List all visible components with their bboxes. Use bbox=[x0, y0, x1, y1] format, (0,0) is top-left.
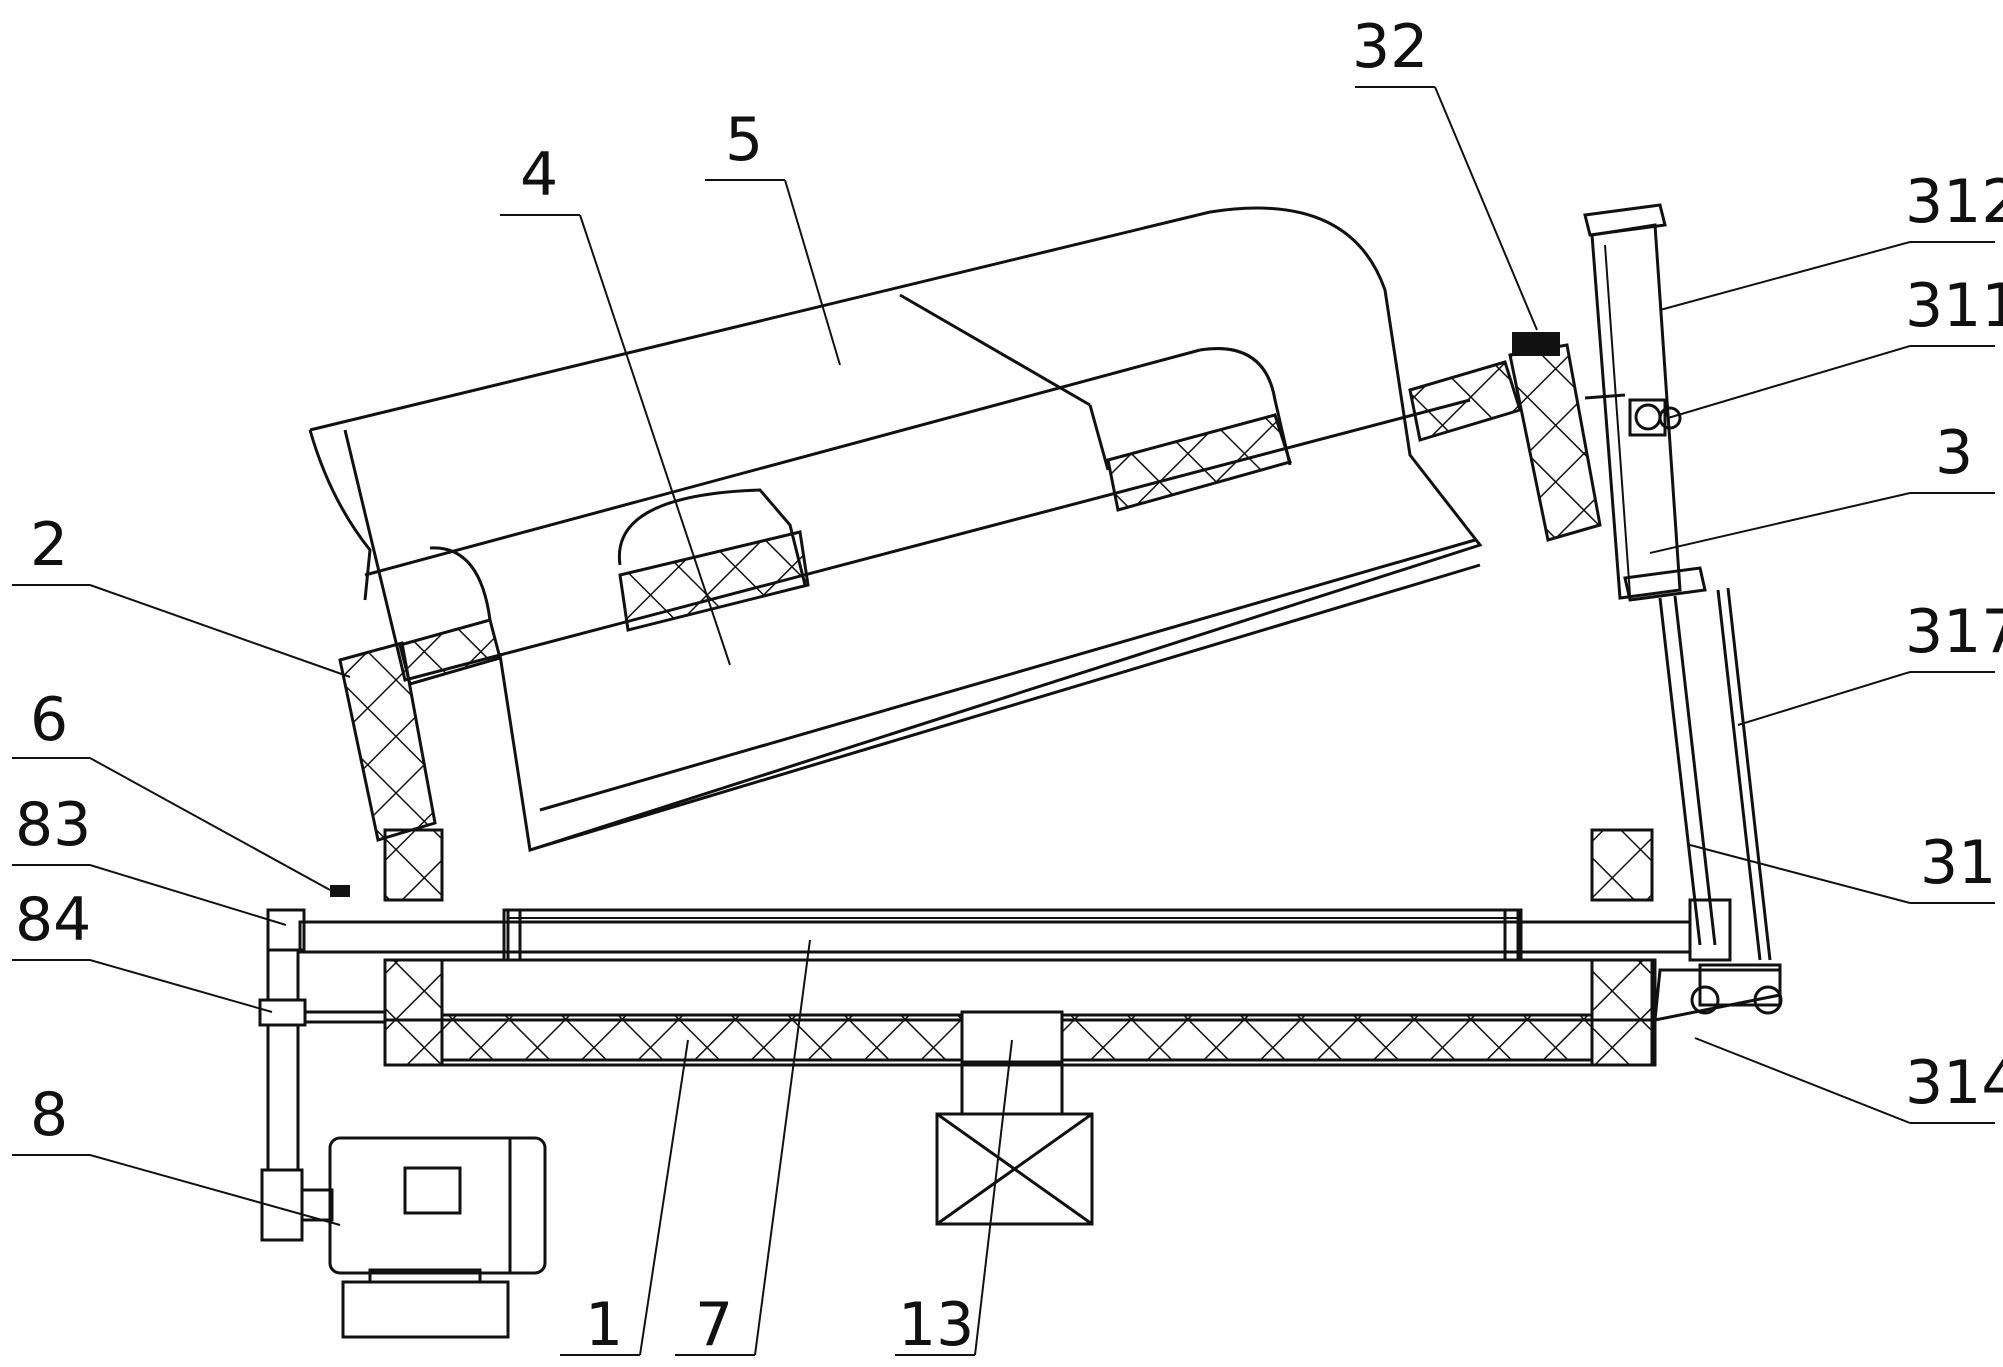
label-7: 7 bbox=[695, 1290, 733, 1360]
label-1: 1 bbox=[585, 1290, 623, 1360]
label-3: 3 bbox=[1935, 418, 1973, 488]
drum-body bbox=[308, 206, 1522, 852]
label-311: 311 bbox=[1905, 271, 2003, 341]
left-block-2 bbox=[338, 641, 437, 842]
label-83: 83 bbox=[15, 790, 91, 860]
label-4: 4 bbox=[520, 140, 558, 210]
label-8: 8 bbox=[30, 1080, 68, 1150]
label-32: 32 bbox=[1352, 12, 1428, 82]
label-2: 2 bbox=[30, 510, 68, 580]
leader-lines bbox=[12, 86, 1995, 1356]
label-13: 13 bbox=[898, 1290, 974, 1360]
outlet-13 bbox=[935, 1010, 1094, 1226]
cylinder-assembly bbox=[1583, 203, 1783, 1015]
base-frame bbox=[383, 828, 1782, 1067]
label-312: 312 bbox=[1905, 167, 2003, 237]
label-317: 317 bbox=[1905, 597, 2003, 667]
drive-assembly bbox=[258, 885, 547, 1339]
right-block-32 bbox=[1508, 332, 1602, 542]
label-6: 6 bbox=[30, 685, 68, 755]
label-314: 314 bbox=[1905, 1048, 2003, 1118]
shaft-7 bbox=[298, 908, 1692, 962]
label-5: 5 bbox=[725, 105, 763, 175]
label-84: 84 bbox=[15, 885, 91, 955]
labels: 2 6 83 84 8 4 5 32 312 311 3 317 31 314 … bbox=[15, 12, 2003, 1360]
label-31: 31 bbox=[1920, 828, 1996, 898]
